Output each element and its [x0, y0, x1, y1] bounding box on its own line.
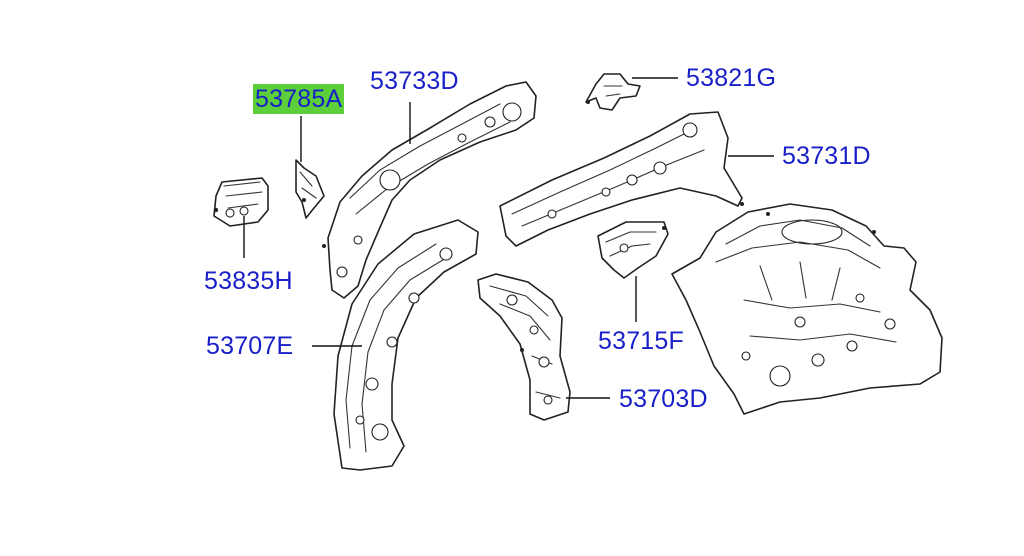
part-53707e-arch [333, 219, 479, 471]
part-53731d-member [499, 111, 744, 247]
callout-53785a: 53785A [253, 84, 345, 114]
callout-53707e: 53707E [206, 332, 294, 360]
leader-lines [243, 77, 774, 399]
part-53733d-rail [322, 81, 537, 299]
part-53715f-bracket [597, 221, 669, 279]
callout-53733d: 53733D [370, 67, 459, 95]
callout-53731d: 53731D [782, 142, 871, 170]
part-53703d-reinforcement [477, 273, 571, 421]
callout-53703d: 53703D [619, 385, 708, 413]
wheelhouse-assembly [671, 203, 943, 415]
part-53785a-bracket [295, 159, 325, 219]
callout-53835h: 53835H [204, 267, 293, 295]
part-53821g-clip [585, 73, 641, 111]
callout-53715f: 53715F [598, 327, 684, 355]
callout-53821g: 53821G [686, 64, 777, 92]
part-53835h-bracket [213, 177, 269, 227]
